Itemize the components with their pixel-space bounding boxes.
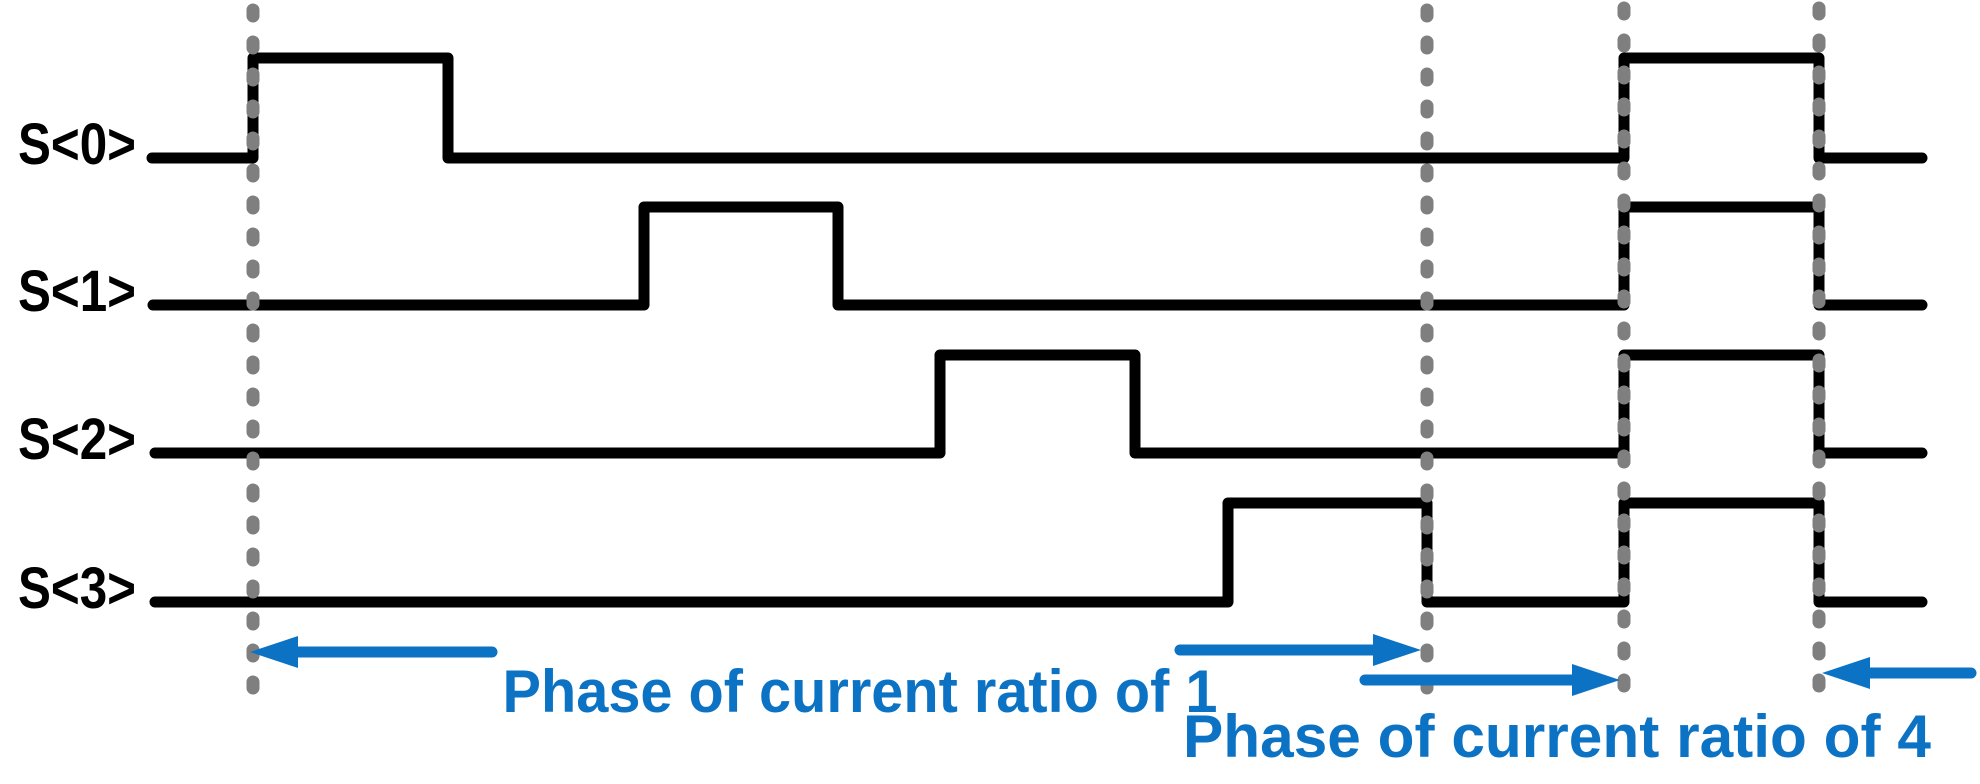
phase4-arrow-left-icon <box>1822 657 1870 689</box>
signal-S1-waveform <box>147 201 1928 311</box>
phase4-arrow-right-icon <box>1572 664 1620 696</box>
signal-S1-label: S<1> <box>18 259 136 324</box>
phase1-label: Phase of current ratio of 1 <box>503 658 1218 725</box>
signal-S3-label: S<3> <box>18 556 136 621</box>
signal-S0-label: S<0> <box>18 112 136 177</box>
phase1-arrow-left-icon <box>250 636 298 668</box>
phase1-arrow-right-icon <box>1373 634 1421 666</box>
signal-S2-label: S<2> <box>18 407 136 472</box>
signal-S0-waveform <box>146 52 1928 164</box>
phase4-label: Phase of current ratio of 4 <box>1183 703 1932 770</box>
signal-S3-waveform <box>149 497 1928 608</box>
signal-S2-waveform <box>149 349 1928 459</box>
signal-waveforms-layer: S<0> S<1> S<2> S<3> <box>18 52 1928 621</box>
phase-guides-layer <box>246 1 1826 719</box>
